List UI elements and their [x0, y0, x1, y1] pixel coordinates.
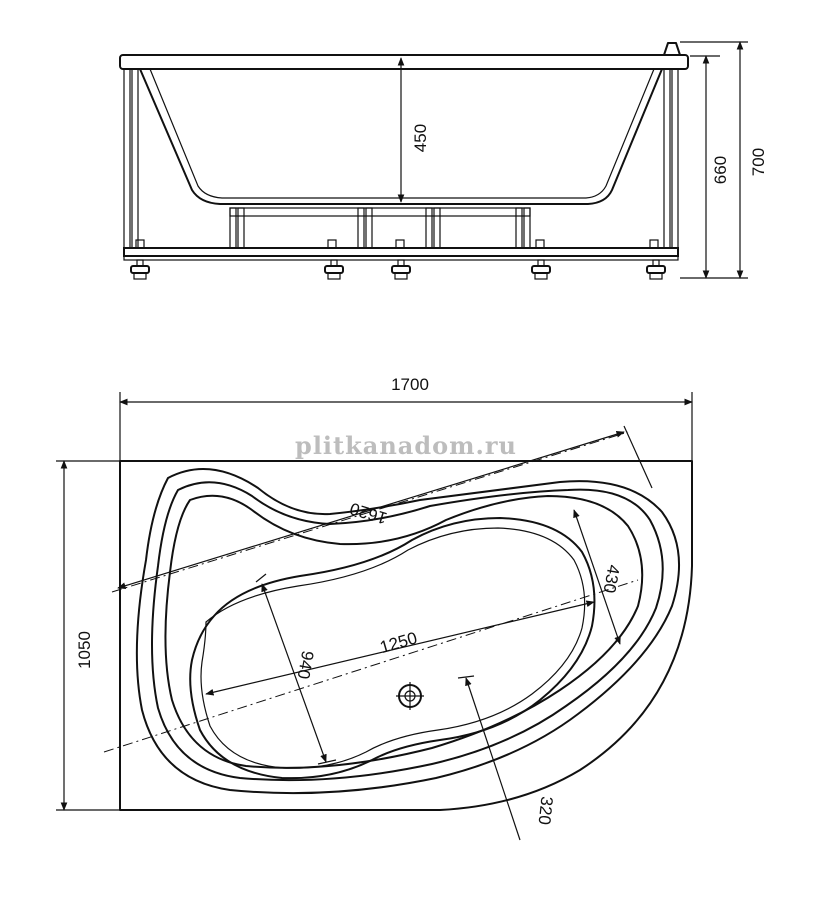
- dim-head-width: 430: [600, 563, 624, 594]
- dim-bowl-width: 940: [294, 649, 318, 680]
- top-view: 1700 1050 1620 1250 940 430: [56, 375, 693, 841]
- dim-line-diagonal: [117, 431, 625, 589]
- drain-icon: [396, 682, 424, 710]
- dim-drain-offset: 320: [535, 795, 557, 825]
- dim-width: 1050: [75, 631, 94, 669]
- tub-rim: [119, 54, 689, 70]
- dim-diagonal: 1620: [348, 499, 390, 528]
- dim-line-head-width: [573, 509, 621, 645]
- dim-height-660: 660: [711, 156, 730, 184]
- dim-line-bowl-width: [261, 583, 327, 763]
- tub-bowl: [139, 68, 663, 205]
- dim-length: 1700: [391, 375, 429, 394]
- dim-line-drain-offset: [465, 677, 521, 841]
- overflow-bump: [663, 42, 681, 56]
- tub-bowl-inner: [149, 68, 655, 199]
- adjustable-feet: [130, 259, 666, 280]
- watermark: plitkanadom.ru: [295, 431, 517, 460]
- support-frame: [123, 68, 679, 261]
- side-view: 450 660 700: [119, 41, 768, 280]
- tub-outline-top: [119, 460, 693, 811]
- dim-height-700: 700: [749, 148, 768, 176]
- dim-bowl-depth: 450: [411, 124, 430, 152]
- center-line-main: [103, 579, 639, 753]
